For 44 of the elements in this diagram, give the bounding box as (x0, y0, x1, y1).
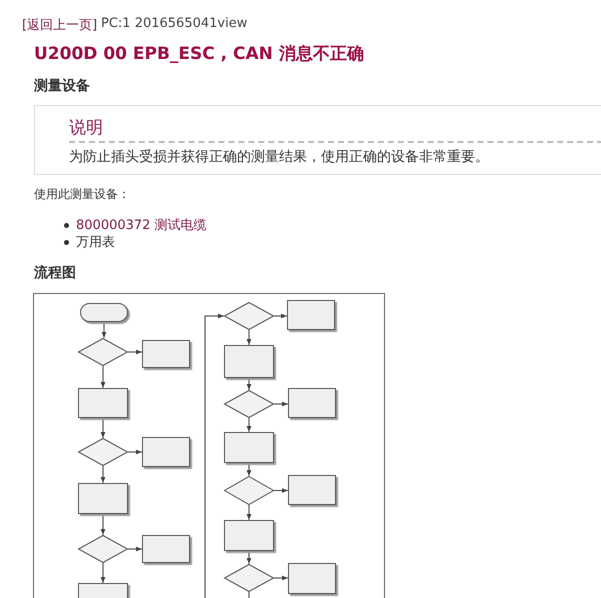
note-heading: 说明 (69, 117, 103, 139)
arrow (204, 314, 224, 598)
page-title: U200D 00 EPB_ESC , CAN 消息不正确 (34, 43, 364, 65)
arrow (274, 314, 288, 318)
list-link: 800000372 测试电缆 (76, 217, 207, 234)
process-box (224, 345, 274, 378)
list-item-text: 万用表 (76, 234, 115, 251)
note-box (34, 105, 601, 175)
arrow (100, 514, 106, 536)
arrow (274, 488, 288, 493)
body-text: 使用此测量设备： (34, 186, 130, 203)
process-box (142, 437, 190, 467)
arrow (100, 418, 106, 438)
arrow (100, 466, 106, 484)
section-heading: 流程图 (34, 264, 76, 282)
arrow (100, 366, 106, 388)
arrow (128, 450, 142, 454)
process-box (287, 300, 335, 330)
arrow (246, 378, 252, 390)
back-link: [返回上一页] (22, 17, 98, 34)
process-box (224, 432, 274, 463)
process-box (288, 563, 336, 594)
arrow (246, 418, 252, 432)
process-box (288, 388, 336, 418)
process-box (142, 340, 190, 368)
arrow (274, 576, 288, 580)
note-text: 为防止插头受损并获得正确的测量结果，使用正确的设备非常重要。 (69, 148, 489, 166)
process-box (288, 475, 336, 505)
process-box (224, 520, 274, 551)
section-heading: 测量设备 (34, 77, 90, 95)
arrow (274, 402, 288, 406)
arrow (102, 322, 106, 338)
process-box (78, 483, 128, 514)
start-terminal (80, 303, 128, 322)
arrow (128, 350, 142, 354)
arrow (246, 330, 252, 346)
arrow (128, 546, 142, 552)
arrow (246, 550, 252, 564)
arrow (100, 562, 106, 584)
arrow (246, 462, 252, 476)
arrow (246, 504, 252, 520)
page-info: PC:1 2016565041view (101, 16, 248, 31)
process-box (142, 535, 190, 563)
process-box (78, 388, 128, 418)
